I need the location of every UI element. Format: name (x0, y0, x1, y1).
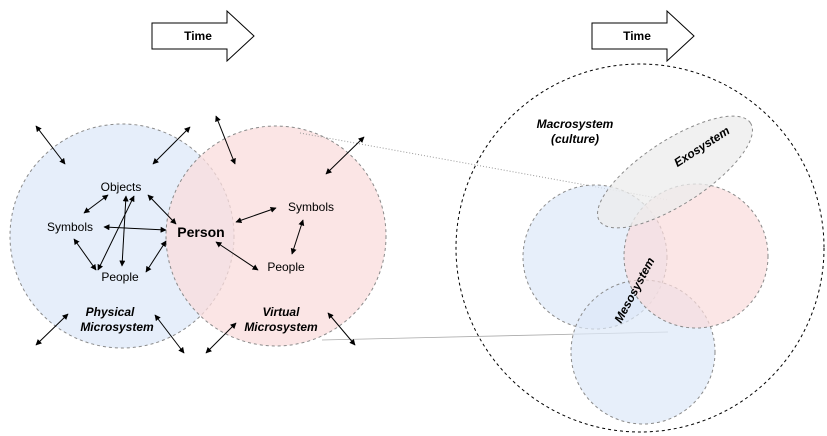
time-arrow-right: Time (591, 9, 695, 63)
node-objects: Objects (101, 180, 142, 194)
physical-arrows (73, 194, 177, 273)
node-symbols-physical: Symbols (47, 220, 93, 234)
virtual-microsystem-title-line2: Microsystem (244, 320, 318, 334)
node-symbols-virtual: Symbols (288, 200, 334, 214)
node-people-virtual: People (267, 260, 305, 274)
node-people-physical: People (101, 270, 139, 284)
macrosystem-circle (455, 63, 825, 433)
time-arrow-left: Time (151, 9, 255, 63)
exosystem-ellipse (597, 115, 753, 229)
physical-microsystem-title-line1: Physical (86, 305, 135, 319)
virtual-microsystem-title-line1: Virtual (263, 305, 301, 319)
virtual-arrows (215, 206, 305, 271)
node-person: Person (177, 224, 224, 240)
macrosystem-label-line1: Macrosystem (537, 117, 614, 131)
physical-microsystem-title-line2: Microsystem (80, 320, 154, 334)
outer-arrows (35, 115, 365, 354)
time-label-left: Time (184, 29, 212, 43)
macrosystem-label-line2: (culture) (551, 132, 599, 146)
time-label-right: Time (623, 29, 651, 43)
virtual-microsystem-circle (165, 125, 387, 347)
